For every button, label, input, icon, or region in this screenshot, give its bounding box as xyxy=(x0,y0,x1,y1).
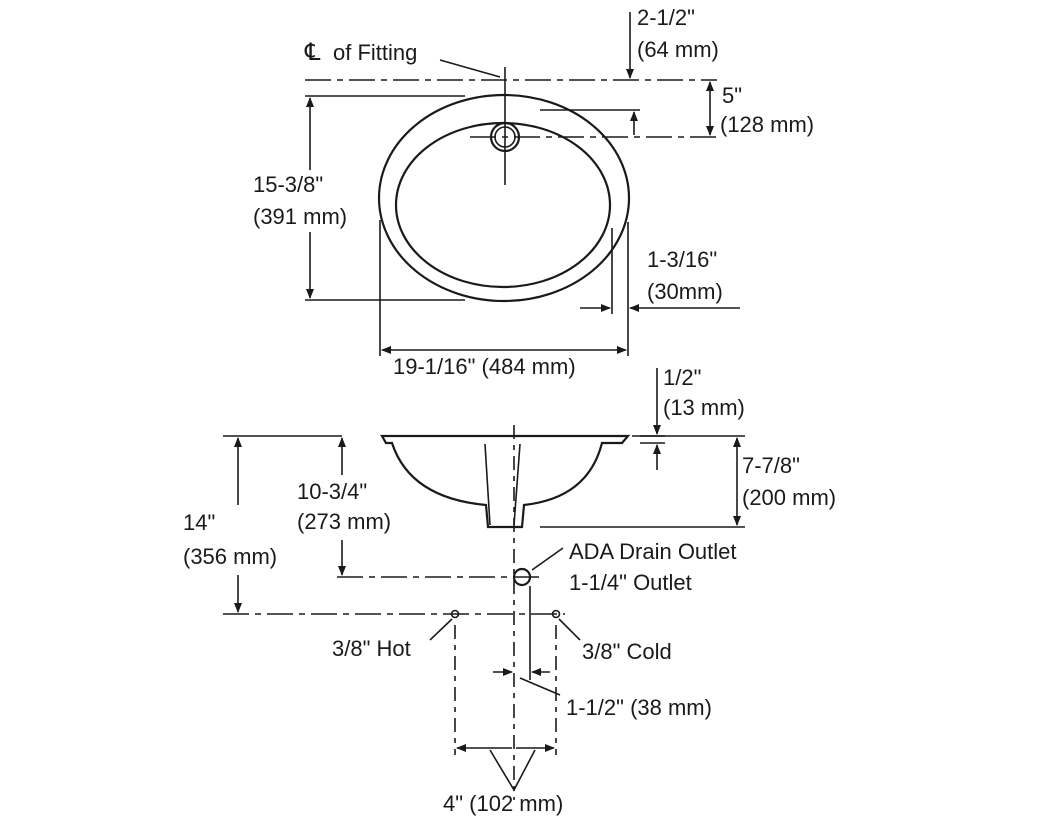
sink-outer-rim xyxy=(377,93,631,303)
dim-bowl-depth-in: 7-7/8" xyxy=(742,453,800,478)
leader-line xyxy=(439,59,501,78)
dim-drain-offset: 1-1/2" (38 mm) xyxy=(566,695,712,720)
dim-bowl-depth-mm: (200 mm) xyxy=(742,485,836,510)
sink-profile xyxy=(380,434,631,529)
leader-line xyxy=(519,677,561,696)
drain-label-line2: 1-1/4" Outlet xyxy=(569,570,692,595)
leader-line xyxy=(489,749,536,792)
cold-supply-icon xyxy=(551,609,561,619)
dim-depth-mm: (391 mm) xyxy=(253,204,347,229)
drain-tail xyxy=(484,443,521,526)
drain-label-line1: ADA Drain Outlet xyxy=(569,539,737,564)
dim-depth-in: 15-3/8" xyxy=(253,172,323,197)
cold-label: 3/8" Cold xyxy=(582,639,672,664)
dim-supply-spacing: 4" (102 mm) xyxy=(443,791,563,816)
leader-line xyxy=(558,618,581,641)
hot-supply-icon xyxy=(450,609,460,619)
dim-drain-offset-in: 5" xyxy=(722,83,742,108)
dim-drain-offset-mm: (128 mm) xyxy=(720,112,814,137)
dim-rim-thickness-mm: (13 mm) xyxy=(663,395,745,420)
leader-line xyxy=(429,618,453,641)
centerline-symbol-icon: ℄ xyxy=(304,39,321,66)
dim-fitting-offset-mm: (64 mm) xyxy=(637,37,719,62)
hot-label: 3/8" Hot xyxy=(332,636,411,661)
top-view: ℄ of Fitting 2-1/2" (64 mm) 5" (128 mm) … xyxy=(253,5,814,379)
dim-supply-height-mm: (356 mm) xyxy=(183,544,277,569)
side-view: 1/2" (13 mm) 7-7/8" (200 mm) 14" (356 mm… xyxy=(183,365,836,816)
dim-rim-thickness-in: 1/2" xyxy=(663,365,701,390)
centerline-label: of Fitting xyxy=(333,40,417,65)
dim-fitting-offset-in: 2-1/2" xyxy=(637,5,695,30)
dim-supply-height-in: 14" xyxy=(183,510,215,535)
dim-width: 19-1/16" (484 mm) xyxy=(393,354,576,379)
ada-drain-outlet-icon xyxy=(512,567,532,587)
dim-rim-in: 1-3/16" xyxy=(647,247,717,272)
leader-line xyxy=(531,547,564,571)
dim-drain-height-mm: (273 mm) xyxy=(297,509,391,534)
dim-drain-height-in: 10-3/4" xyxy=(297,479,367,504)
dim-rim-mm: (30mm) xyxy=(647,279,723,304)
